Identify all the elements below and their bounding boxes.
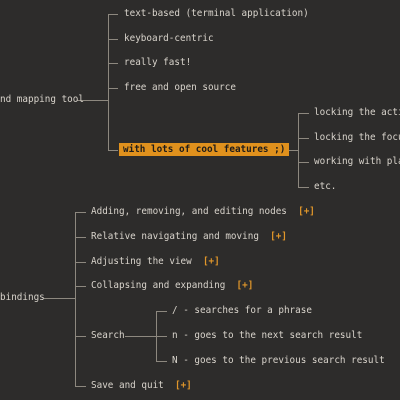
binding-item-label: Relative navigating and moving	[91, 231, 259, 242]
selected-node[interactable]: with lots of cool features ;)	[119, 143, 290, 156]
expand-marker[interactable]: [+]	[174, 380, 192, 391]
binding-item-label: Adjusting the view	[91, 256, 192, 267]
cool-feature-node[interactable]: etc.	[314, 181, 337, 192]
binding-item[interactable]: Adjusting the view [+]	[91, 256, 220, 268]
search-item[interactable]: N - goes to the previous search result	[172, 355, 385, 366]
root-node[interactable]: nd mapping tool	[0, 94, 84, 105]
bindings-node[interactable]: bindings	[0, 292, 45, 303]
cool-feature-node[interactable]: working with plain	[314, 156, 400, 167]
cool-feature-node[interactable]: locking the active	[314, 107, 400, 118]
expand-marker[interactable]: [+]	[270, 231, 287, 242]
binding-item-search[interactable]: Search	[91, 330, 125, 342]
feature-node[interactable]: keyboard-centric	[124, 33, 214, 44]
binding-item[interactable]: Adding, removing, and editing nodes [+]	[91, 206, 315, 218]
expand-marker[interactable]: [+]	[202, 256, 220, 267]
binding-item-label: Save and quit	[91, 380, 164, 391]
binding-item-label: Adding, removing, and editing nodes	[91, 206, 287, 217]
search-item[interactable]: n - goes to the next search result	[172, 330, 363, 341]
cool-feature-node[interactable]: locking the focus o	[314, 132, 400, 143]
feature-node[interactable]: free and open source	[124, 82, 236, 93]
feature-node[interactable]: text-based (terminal application)	[124, 8, 309, 19]
expand-marker[interactable]: [+]	[298, 206, 315, 217]
binding-item-label: Search	[91, 330, 125, 341]
binding-item[interactable]: Collapsing and expanding [+]	[91, 280, 253, 292]
search-item[interactable]: / - searches for a phrase	[172, 305, 312, 316]
binding-item-label: Collapsing and expanding	[91, 280, 226, 291]
feature-node[interactable]: really fast!	[124, 57, 192, 68]
binding-item[interactable]: Relative navigating and moving [+]	[91, 231, 287, 243]
binding-item[interactable]: Save and quit [+]	[91, 380, 192, 392]
expand-marker[interactable]: [+]	[236, 280, 254, 291]
